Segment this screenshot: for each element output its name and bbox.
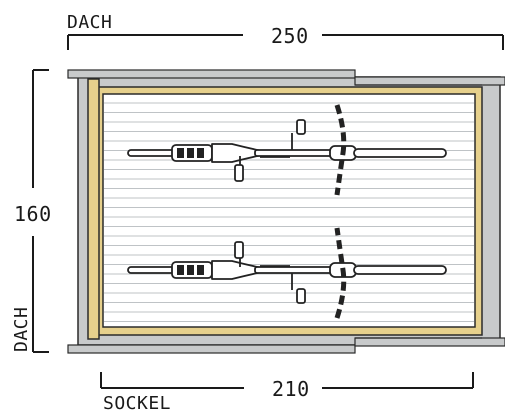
front-wheel: [353, 148, 447, 158]
rack-slot-3: [197, 265, 204, 275]
rack-slot-2: [187, 265, 194, 275]
pedal-top: [296, 119, 306, 135]
wood-post-left: [87, 78, 100, 340]
roof-edge-bottom-left: [67, 344, 356, 354]
bicycle-upper: [127, 104, 447, 196]
roof-edge-top-left: [67, 69, 356, 79]
rack-slot-2: [187, 148, 194, 158]
shed-body: [67, 69, 505, 354]
rack-slot-1: [177, 148, 184, 158]
pedal-top: [296, 288, 306, 304]
rack-slot-1: [177, 265, 184, 275]
label-roof-top: DACH: [67, 12, 112, 33]
roof-edge-top-right: [354, 76, 505, 86]
dimension-bottom: 210 SOCKEL: [100, 372, 474, 412]
rear-wheel: [127, 149, 175, 157]
dimension-top: DACH 250: [67, 12, 504, 50]
dim-width-roof: 250: [271, 24, 309, 48]
handlebar: [334, 104, 347, 196]
floor-area: [102, 93, 476, 328]
label-base-bottom: SOCKEL: [103, 393, 171, 412]
roof-edge-bottom-right: [354, 337, 505, 347]
label-roof-side: DACH: [11, 307, 32, 352]
handlebar: [334, 227, 347, 319]
rack-slot-3: [197, 148, 204, 158]
floor-slats: [104, 102, 474, 322]
dim-width-base: 210: [272, 377, 310, 401]
front-wheel: [353, 265, 447, 275]
dimension-left: 160 DACH: [11, 69, 52, 353]
bicycle-drawing: [127, 104, 447, 196]
pedal-bottom: [234, 164, 244, 182]
dim-height: 160: [14, 202, 52, 226]
bicycle-lower: [127, 227, 447, 319]
rear-wheel: [127, 266, 175, 274]
bicycle-drawing: [127, 227, 447, 319]
pedal-bottom: [234, 241, 244, 259]
